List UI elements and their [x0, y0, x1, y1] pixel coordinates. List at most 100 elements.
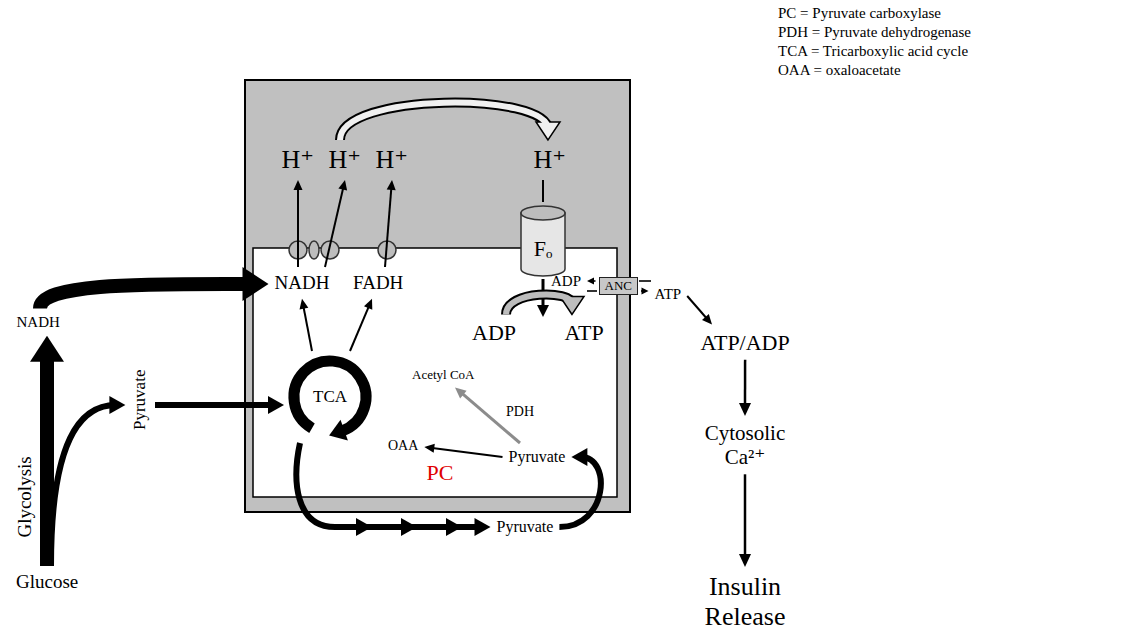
- arrowhead: [30, 336, 64, 362]
- metabolite-label: Pyruvate: [128, 367, 152, 433]
- atp-synthase: Fₒ: [520, 205, 566, 277]
- legend-note: OAA = oxaloacetate: [778, 61, 901, 79]
- node-text: NADH: [17, 314, 60, 331]
- node-text: Glucose: [16, 571, 78, 593]
- connector-line: [325, 186, 344, 267]
- metabolite-label: OAA: [385, 436, 421, 456]
- connector-line: [559, 457, 600, 527]
- cylinder-body: [521, 213, 565, 276]
- node-text: Pyruvate: [509, 448, 566, 466]
- arrow-connector: [424, 444, 502, 457]
- transport-stub: [587, 290, 597, 292]
- arrow-connector: [155, 396, 284, 414]
- output-label: Insulin Release: [680, 570, 810, 634]
- metabolite-label: Glucose: [13, 569, 81, 595]
- node-text: H⁺: [329, 145, 362, 175]
- arrow-connector: [350, 299, 372, 351]
- arrow-connector: [300, 299, 313, 351]
- node-text: ADP: [551, 273, 581, 290]
- arrow-connector: [325, 180, 347, 267]
- cycle-arc: [294, 361, 366, 431]
- arrow-connector: [294, 180, 303, 267]
- connector-fill: [506, 294, 572, 314]
- arrow-connector: [51, 396, 125, 566]
- mitochondrion-outer: [245, 80, 630, 512]
- connector-line: [385, 186, 392, 267]
- cylinder-top: [521, 206, 565, 220]
- calcium-label: Cytosolic Ca²⁺: [690, 419, 800, 471]
- arrow-connector: [40, 267, 269, 309]
- arrow-connector: [543, 180, 544, 202]
- fadh-label: FADH: [350, 270, 406, 296]
- node-text: Cytosolic Ca²⁺: [693, 421, 797, 469]
- arrow-connector: [641, 288, 649, 295]
- arrow-connector: [340, 103, 560, 140]
- proton-flow-head: [537, 305, 549, 317]
- node-text: ATP/ADP: [701, 330, 790, 355]
- metabolite-label: Acetyl CoA: [409, 366, 477, 385]
- node-text: Fₒ: [534, 236, 553, 261]
- node-text: OAA: [388, 438, 418, 454]
- arrow-connector: [506, 294, 584, 314]
- adp-label: ADP: [548, 271, 584, 292]
- arrow-connector: [559, 448, 600, 527]
- node-text: H⁺: [376, 145, 409, 175]
- node-text: H⁺: [282, 145, 315, 175]
- arrowhead: [475, 518, 491, 536]
- mitochondrion-matrix: [253, 248, 617, 497]
- proton-label: H⁺: [326, 143, 365, 177]
- arrow-connector: [739, 474, 751, 567]
- node-text: Acetyl CoA: [412, 368, 474, 383]
- connector-line: [744, 360, 747, 408]
- legend-note: PC = Pyruvate carboxylase: [778, 4, 941, 22]
- connector-line: [430, 448, 502, 457]
- arrow-connector: [385, 180, 396, 267]
- node-text: Insulin Release: [683, 572, 807, 632]
- atp-label: ATP: [652, 284, 685, 305]
- proton-label: H⁺: [279, 143, 318, 177]
- arrowhead: [739, 403, 751, 416]
- arrowhead: [571, 448, 587, 466]
- node-text: NADH: [275, 272, 330, 294]
- connector-line: [296, 443, 480, 527]
- adp-label: ADP: [469, 318, 519, 347]
- arrowhead: [455, 387, 467, 398]
- connector-line: [51, 405, 116, 566]
- tca-cycle: TCA: [287, 354, 373, 440]
- arrow-connector: [687, 296, 712, 325]
- atp-label: ATP: [562, 318, 607, 347]
- connector-line: [297, 186, 299, 267]
- arrowhead: [109, 396, 125, 414]
- arrowhead: [587, 278, 594, 285]
- connector-line: [542, 180, 544, 202]
- legend-note: PDH = Pyruvate dehydrogenase: [778, 23, 971, 41]
- arrow-connector: [739, 360, 751, 416]
- anc-transporter: ANC: [599, 277, 638, 296]
- node-text: ADP: [472, 320, 516, 345]
- edge-label: PDH: [503, 404, 537, 420]
- connector-fill: [340, 103, 548, 140]
- arrowhead: [300, 299, 309, 310]
- connector-outline: [340, 103, 548, 140]
- connector-outline: [506, 294, 572, 314]
- node-text: FADH: [353, 272, 403, 294]
- arrowhead: [739, 554, 751, 567]
- metabolite-label: Pyruvate: [506, 446, 569, 468]
- arrowhead: [424, 444, 435, 453]
- node-text: H⁺: [534, 145, 567, 175]
- arrowhead: [387, 180, 396, 190]
- proton-label: H⁺: [373, 143, 412, 177]
- connector-line: [744, 474, 747, 559]
- cycle-arrowhead: [329, 420, 348, 441]
- connector-line: [687, 296, 708, 320]
- node-text: ANC: [605, 279, 632, 294]
- node-text: Pyruvate: [497, 518, 554, 536]
- node-text: Pyruvate: [130, 370, 150, 430]
- connector-line: [303, 305, 312, 351]
- legend-note: TCA = Tricarboxylic acid cycle: [778, 42, 968, 60]
- node-text: TCA: [313, 387, 347, 407]
- arrowhead: [243, 267, 269, 301]
- membrane-complex: [309, 241, 319, 259]
